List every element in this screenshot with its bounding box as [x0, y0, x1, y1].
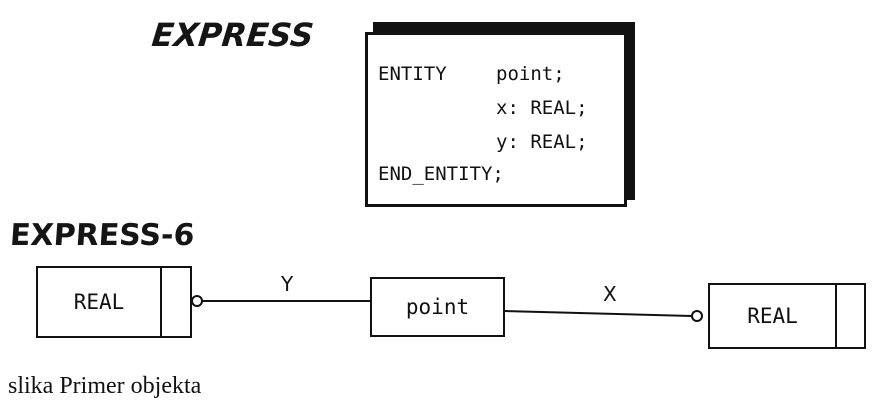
code-entity-name: point; [496, 63, 565, 85]
entity-box-real-right: REAL [708, 283, 866, 349]
entity-label-real-right: REAL [747, 304, 798, 328]
entity-divider-left [160, 268, 162, 336]
relation-label-x: X [603, 282, 617, 306]
entity-box-point: point [370, 277, 505, 337]
relation-circle-x [691, 310, 703, 322]
code-attribute-y: y: REAL; [496, 131, 588, 153]
figure-caption: slika Primer objekta [8, 373, 202, 399]
express-code-box: ENTITY point; x: REAL; y: REAL; END_ENTI… [365, 32, 627, 207]
entity-divider-right [835, 285, 837, 347]
relation-label-y: Y [281, 272, 294, 296]
entity-label-real-left: REAL [73, 290, 125, 314]
relation-line-x [504, 310, 693, 317]
entity-box-real-left: REAL [36, 266, 192, 338]
code-end-entity: END_ENTITY; [378, 163, 504, 185]
code-attribute-x: x: REAL; [496, 97, 588, 119]
relation-circle-y [191, 295, 203, 307]
code-keyword-entity: ENTITY [378, 63, 447, 85]
entity-label-point: point [405, 295, 470, 319]
